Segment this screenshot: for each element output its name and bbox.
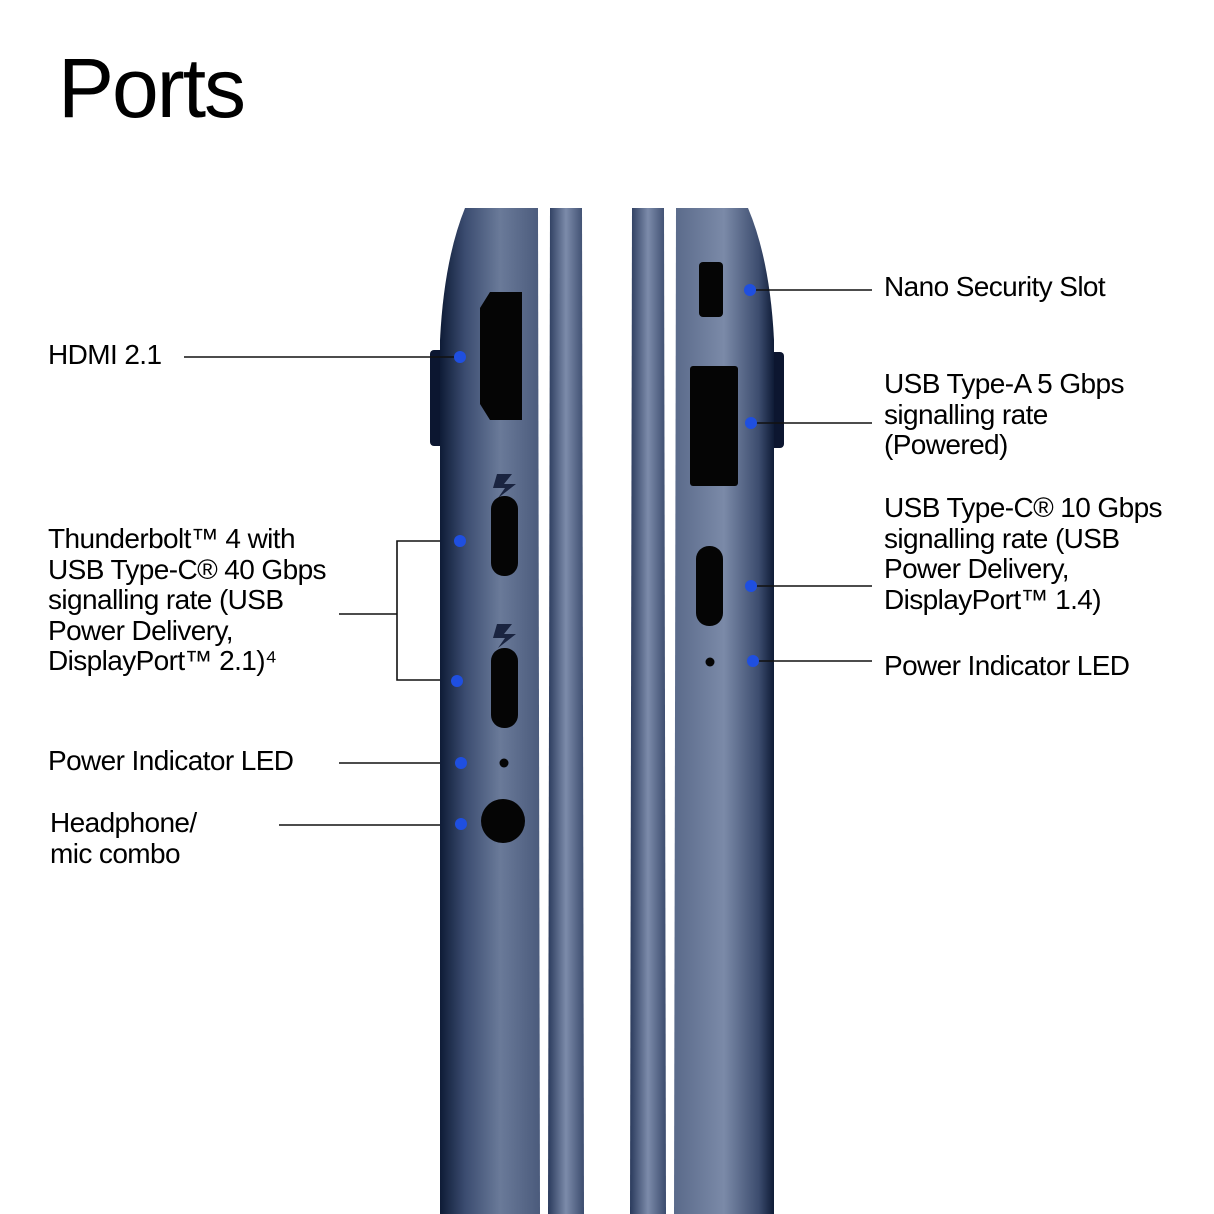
headphone-label: Headphone/ mic combo bbox=[50, 807, 197, 869]
marker-dot bbox=[745, 417, 757, 429]
left-base bbox=[440, 208, 540, 1214]
thunderbolt-port-2 bbox=[491, 648, 518, 728]
right-laptop-side bbox=[630, 208, 784, 1214]
right-lid bbox=[630, 208, 666, 1214]
power-led bbox=[705, 657, 715, 667]
marker-dot bbox=[745, 580, 757, 592]
marker-dot bbox=[747, 655, 759, 667]
thunderbolt-label-line: Thunderbolt™ 4 with bbox=[48, 523, 296, 554]
nano-slot-label: Nano Security Slot bbox=[884, 271, 1106, 302]
usb-a-label-line: signalling rate bbox=[884, 398, 1048, 430]
usb-a-label: USB Type-A 5 Gbps signalling rate (Power… bbox=[884, 368, 1124, 461]
page-title: Ports bbox=[58, 41, 246, 135]
usb-c-label-line: Power Delivery, bbox=[884, 553, 1070, 584]
usb-c-label-line: DisplayPort™ 1.4) bbox=[884, 583, 1102, 615]
marker-dot bbox=[454, 351, 466, 363]
hdmi-port bbox=[480, 292, 522, 420]
hdmi-label: HDMI 2.1 bbox=[48, 339, 162, 370]
left-lid bbox=[548, 208, 584, 1214]
thunderbolt-icon bbox=[493, 624, 516, 648]
thunderbolt-label-line: DisplayPort™ 2.1)⁴ bbox=[48, 645, 277, 676]
nano-security-slot bbox=[699, 262, 723, 317]
left-gap bbox=[540, 208, 546, 1214]
thunderbolt-label-line: Power Delivery, bbox=[48, 614, 234, 646]
thunderbolt-icon bbox=[493, 474, 516, 498]
power-led-right-label: Power Indicator LED bbox=[884, 650, 1130, 681]
right-gap bbox=[666, 208, 672, 1214]
left-laptop-side bbox=[430, 208, 584, 1214]
usb-c-label-line: USB Type-C® 10 Gbps bbox=[884, 492, 1163, 523]
usb-c-label-line: signalling rate (USB bbox=[884, 522, 1120, 554]
marker-dot bbox=[451, 675, 463, 687]
headphone-label-line: Headphone/ bbox=[50, 807, 197, 838]
usb-a-label-line: USB Type-A 5 Gbps bbox=[884, 368, 1124, 399]
thunderbolt-port-1 bbox=[491, 496, 518, 576]
power-led-left-label: Power Indicator LED bbox=[48, 745, 294, 776]
usb-c-port bbox=[696, 546, 723, 626]
thunderbolt-label: Thunderbolt™ 4 with USB Type-C® 40 Gbps … bbox=[48, 523, 327, 677]
marker-dot bbox=[454, 535, 466, 547]
headphone-jack bbox=[481, 799, 525, 843]
thunderbolt-label-line: USB Type-C® 40 Gbps bbox=[48, 553, 327, 585]
marker-dot bbox=[455, 818, 467, 830]
marker-dot bbox=[744, 284, 756, 296]
headphone-label-line: mic combo bbox=[50, 837, 181, 869]
thunderbolt-label-line: signalling rate (USB bbox=[48, 584, 284, 615]
marker-dot bbox=[455, 757, 467, 769]
usb-c-label: USB Type-C® 10 Gbps signalling rate (USB… bbox=[884, 492, 1163, 615]
usb-a-label-line: (Powered) bbox=[884, 429, 1008, 460]
usb-a-port bbox=[690, 366, 738, 486]
thunderbolt-bracket bbox=[396, 540, 440, 681]
power-led bbox=[499, 758, 509, 768]
